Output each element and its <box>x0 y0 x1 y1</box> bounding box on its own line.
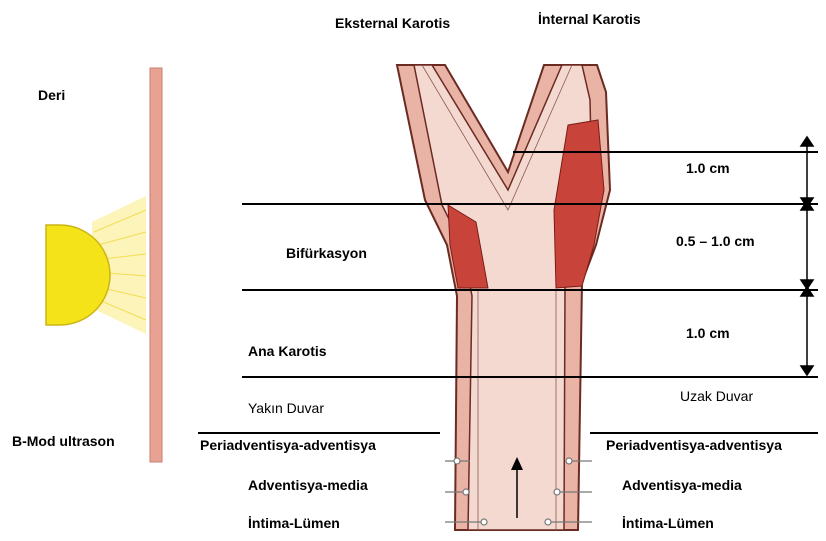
measurement-bifurcation-label: 0.5 – 1.0 cm <box>676 233 755 249</box>
periadventitia-right-label: Periadventisya-adventisya <box>606 437 782 453</box>
intima-lumen-right-label: İntima-Lümen <box>622 515 714 531</box>
measurement-common-label: 1.0 cm <box>686 325 730 341</box>
periadventitia-left-label: Periadventisya-adventisya <box>200 437 376 453</box>
skin-strip <box>150 68 162 462</box>
common-carotid-label: Ana Karotis <box>248 343 327 359</box>
bifurcation-label: Bifürkasyon <box>286 245 367 261</box>
adventitia-media-left-label: Adventisya-media <box>248 477 368 493</box>
measurement-top-label: 1.0 cm <box>686 160 730 176</box>
near-wall-label: Yakın Duvar <box>248 400 324 416</box>
skin-label: Deri <box>38 87 65 103</box>
internal-carotid-label: İnternal Karotis <box>538 11 641 27</box>
intima-lumen-left-label: İntima-Lümen <box>248 515 340 531</box>
external-carotid-label: Eksternal Karotis <box>335 15 450 31</box>
adventitia-media-right-label: Adventisya-media <box>622 477 742 493</box>
ultrasound-label: B-Mod ultrason <box>12 433 115 449</box>
far-wall-label: Uzak Duvar <box>680 388 753 404</box>
